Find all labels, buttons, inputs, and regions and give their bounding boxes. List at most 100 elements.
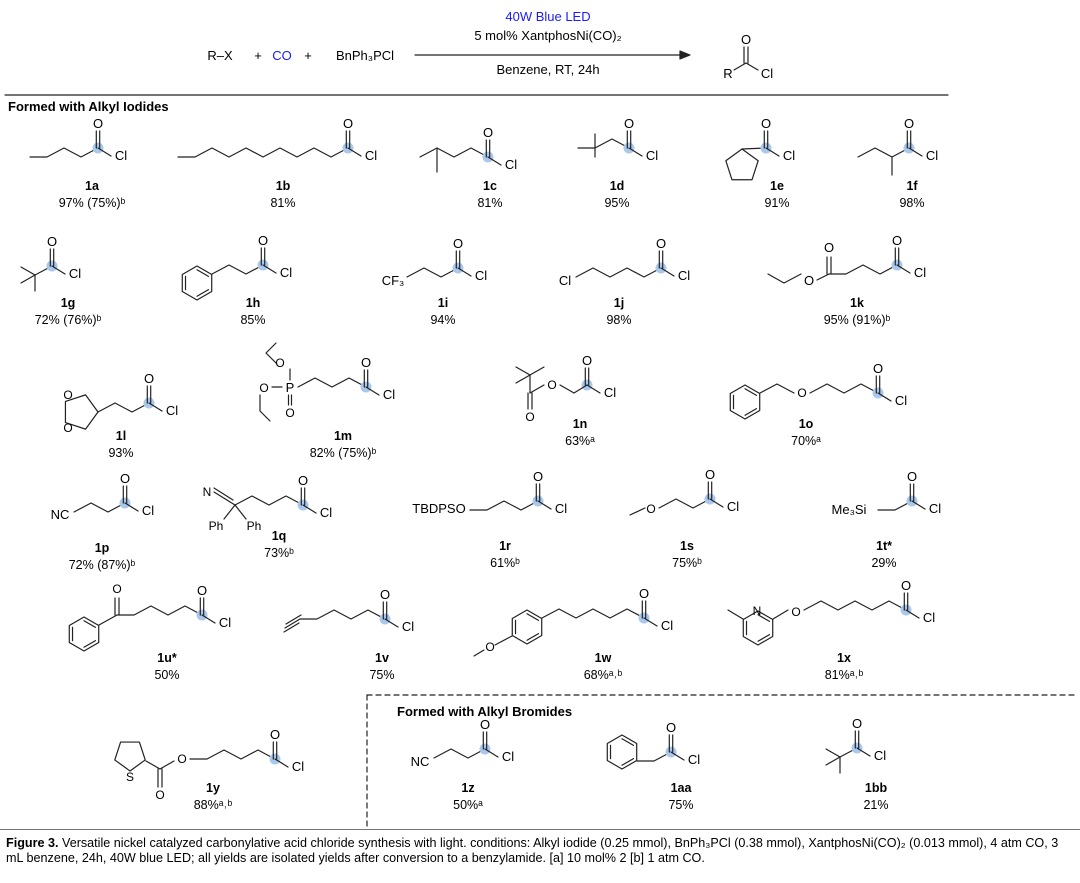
1b-chain <box>177 147 349 158</box>
1t-chain <box>877 500 913 511</box>
oxygen-label: O <box>93 116 103 131</box>
1u-ring-double-bond <box>83 640 97 648</box>
oxygen-label: O <box>197 583 207 598</box>
ethoxy-chain <box>265 342 277 364</box>
nitrile-bond <box>213 487 234 501</box>
oxygen-label: O <box>852 716 862 731</box>
chlorine-label: Cl <box>874 748 886 763</box>
compound-yield: 95% <box>604 196 629 210</box>
product-chlorine: Cl <box>761 66 773 81</box>
methoxy-bond <box>473 649 485 657</box>
compound-yield: 68%ᵃ˒ᵇ <box>584 668 623 682</box>
dioxolane-ring <box>64 394 99 430</box>
tbu-methyl <box>20 274 36 284</box>
nitrile-nitrogen: N <box>203 485 212 499</box>
1s-chain <box>658 498 711 509</box>
oxygen-label: O <box>656 236 666 251</box>
compound-yield: 72% (76%)ᵇ <box>35 313 102 327</box>
c-cl-bond <box>97 147 112 157</box>
section-title-bromides: Formed with Alkyl Bromides <box>397 704 572 719</box>
compound-id: 1e <box>770 179 784 193</box>
caption-text: Versatile nickel catalyzed carbonylative… <box>6 836 1059 865</box>
c-cl-bond <box>124 502 139 512</box>
phosphoryl-oxygen: O <box>285 406 294 420</box>
methoxy-bond <box>629 507 646 516</box>
1c-chain <box>419 147 489 158</box>
1u-ring <box>68 616 100 652</box>
c-cl-bond <box>586 384 601 394</box>
compound-id: 1q <box>272 529 287 543</box>
1p-chain <box>73 502 126 513</box>
oxygen-label: O <box>582 353 592 368</box>
c-cl-bond <box>484 748 499 758</box>
product-oxygen: O <box>741 32 751 47</box>
1x-chain <box>803 600 907 611</box>
compound-id: 1z <box>461 781 474 795</box>
pyridine-ring-double-bond <box>757 614 771 622</box>
1aa-ring-double-bond <box>621 758 635 766</box>
chlorine-label: Cl <box>661 618 673 633</box>
ether-oxygen: O <box>791 605 800 619</box>
phenyl-bond <box>223 504 236 520</box>
cf3-label: CF₃ <box>382 273 405 288</box>
compound-yield: 63%ᵃ <box>565 434 595 448</box>
chlorine-label: Cl <box>475 268 487 283</box>
ketone-oxygen: O <box>112 582 121 596</box>
compound-id: 1x <box>837 651 851 665</box>
compound-yield: 98% <box>899 196 924 210</box>
tbu-methyl <box>825 748 841 758</box>
c-cl-bond <box>643 617 658 627</box>
chlorine-label: Cl <box>505 157 517 172</box>
chlorine-label: Cl <box>926 148 938 163</box>
benzyl-chain <box>759 383 795 394</box>
chlorine-label: Cl <box>929 501 941 516</box>
1f-chain <box>857 147 910 158</box>
1q-chain <box>234 495 304 506</box>
oxygen-label: O <box>873 361 883 376</box>
caption-label: Figure 3. <box>6 836 59 850</box>
oxygen-label: O <box>904 116 914 131</box>
1u-ring-double-bond <box>83 620 97 628</box>
tbdpso-label: TBDPSO <box>412 501 465 516</box>
compound-id: 1r <box>499 539 511 553</box>
condition-light: 40W Blue LED <box>505 9 590 24</box>
c-cl-bond <box>487 156 502 166</box>
compound-id: 1b <box>276 179 291 193</box>
compound-yield: 91% <box>764 196 789 210</box>
chlorine-label: Cl <box>219 615 231 630</box>
c-cl-bond <box>660 267 675 277</box>
c-cl-bond <box>856 747 871 757</box>
compound-yield: 94% <box>430 313 455 327</box>
1aa-chain <box>636 751 672 762</box>
1h-chain <box>211 264 264 275</box>
1k-chain <box>828 264 898 275</box>
1h-ring <box>181 265 213 301</box>
chlorine-label: Cl <box>69 266 81 281</box>
phosphorus-label: P <box>286 380 295 395</box>
oxygen-label: O <box>892 233 902 248</box>
c-cl-bond <box>877 392 892 402</box>
c-cl-bond <box>148 402 163 412</box>
compound-yield: 93% <box>108 446 133 460</box>
oxygen-label: O <box>639 586 649 601</box>
pyridine-nitrogen: N <box>753 604 762 618</box>
ester-carbonyl-oxygen: O <box>824 240 834 255</box>
chlorine-label: Cl <box>923 610 935 625</box>
1w-ring-double-bond <box>526 613 540 621</box>
ethyl-chain <box>767 273 802 284</box>
compound-yield: 81% <box>270 196 295 210</box>
ester-bond <box>816 273 830 281</box>
oxygen-label: O <box>144 371 154 386</box>
oxygen-label: O <box>624 116 634 131</box>
c-cl-bond <box>365 386 380 396</box>
compound-id: 1c <box>483 179 497 193</box>
compound-yield: 70%ᵃ <box>791 434 821 448</box>
thiophene-sulfur: S <box>126 770 134 784</box>
reactant-co: CO <box>272 48 292 63</box>
compound-yield: 21% <box>863 798 888 812</box>
1h-ring-double-bond <box>196 289 210 297</box>
1aa-ring-double-bond <box>621 738 635 746</box>
compound-id: 1a <box>85 179 100 193</box>
